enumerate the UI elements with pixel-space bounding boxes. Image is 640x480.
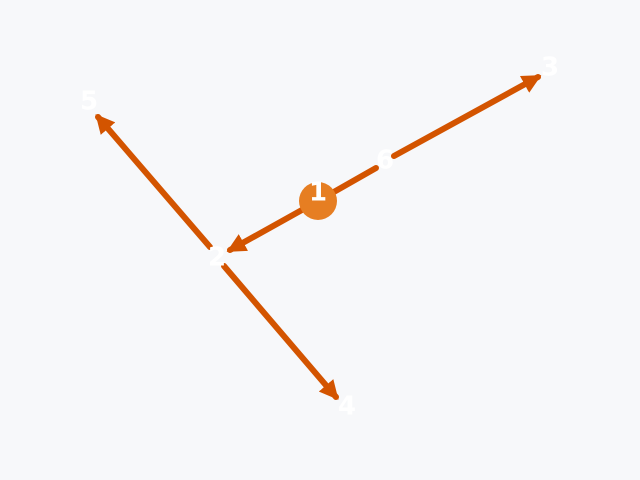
node-1: [299, 182, 337, 220]
node-label-6: 6: [376, 146, 394, 176]
node-label-4: 4: [338, 392, 356, 422]
node-label-3: 3: [541, 53, 559, 83]
edge-2-5: [95, 114, 213, 250]
node-label-1: 1: [309, 178, 327, 208]
nodes-layer: 1 2 3 4 5 6: [80, 53, 559, 422]
edges-layer: [95, 74, 542, 400]
edge-6-3: [391, 74, 542, 159]
node-label-5: 5: [80, 87, 98, 117]
node-label-2: 2: [208, 243, 226, 273]
edge-2-4: [221, 263, 339, 400]
